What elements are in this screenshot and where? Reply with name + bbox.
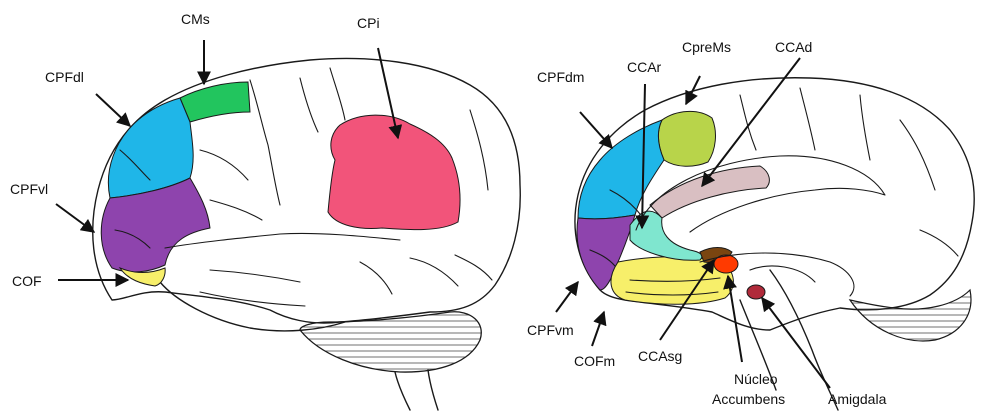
label-ccar: CCAr xyxy=(627,59,662,75)
region-cprems xyxy=(658,111,715,166)
region-cpi xyxy=(328,115,460,230)
gyrus-line xyxy=(360,258,458,294)
gyrus-line xyxy=(300,68,345,132)
central-sulcus xyxy=(250,80,280,205)
label-cpfdl: CPFdl xyxy=(45,69,84,85)
medial-brain: CpreMs CCAd CPFdm CCAr CPFvm COFm CCAsg … xyxy=(527,39,974,410)
lateral-brainstem xyxy=(395,370,438,410)
label-nucleo-line1: Núcleo xyxy=(734,371,778,387)
gyrus-line xyxy=(740,88,870,160)
medial-cerebellum xyxy=(850,290,971,341)
arrow-cofm xyxy=(592,312,604,346)
label-cpfvm: CPFvm xyxy=(527,322,574,338)
label-nucleo-line2: Accumbens xyxy=(712,391,785,407)
arrow-nucleo-accumbens xyxy=(728,276,742,362)
gyrus-line xyxy=(200,270,305,306)
label-cprems: CpreMs xyxy=(682,39,731,55)
gyrus-line xyxy=(200,150,262,220)
label-amigdala: Amigdala xyxy=(828,391,887,407)
lateral-cerebellum xyxy=(300,312,481,372)
gyrus-line xyxy=(455,110,492,280)
label-ccasg: CCAsg xyxy=(638,348,682,364)
arrow-cpfdm xyxy=(580,112,612,148)
lateral-fissure xyxy=(165,233,400,248)
arrow-cpfvl xyxy=(56,204,94,232)
arrow-cpfdl xyxy=(96,94,130,126)
label-cpi: CPi xyxy=(357,15,380,31)
label-cpfvl: CPFvl xyxy=(10,181,48,197)
label-cpfdm: CPFdm xyxy=(537,69,584,85)
lateral-brain: CMs CPi CPFdl CPFvl COF xyxy=(10,11,520,410)
label-ccad: CCAd xyxy=(775,39,812,55)
label-cms: CMs xyxy=(181,11,210,27)
region-ccad xyxy=(650,166,769,218)
label-cofm: COFm xyxy=(574,353,615,369)
label-cof: COF xyxy=(12,273,42,289)
region-amigdala xyxy=(747,285,765,299)
arrow-cpfvm xyxy=(556,282,578,312)
gyrus-line xyxy=(900,120,958,256)
